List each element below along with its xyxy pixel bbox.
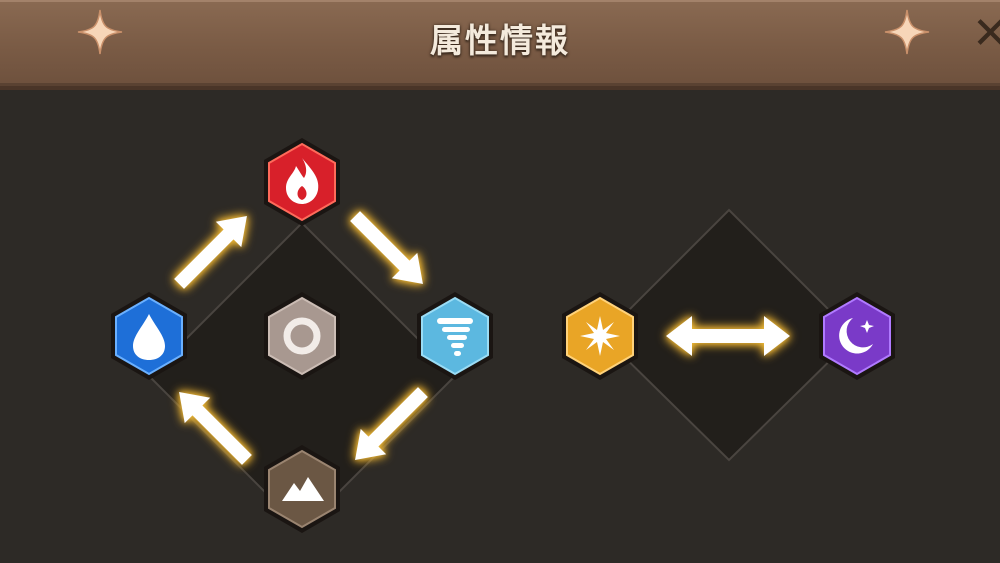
- moon-icon: [839, 318, 874, 354]
- neutral-element[interactable]: [264, 292, 340, 380]
- earth-element[interactable]: [264, 445, 340, 533]
- water-element[interactable]: [111, 292, 187, 380]
- sparkle-icon: [884, 9, 930, 55]
- mountain-icon: [282, 477, 324, 501]
- element-chart: [111, 138, 895, 533]
- page-title: 属性情報: [430, 21, 570, 60]
- burst-icon: [580, 316, 620, 356]
- title-bar: 属性情報 ✕: [0, 0, 1000, 90]
- arrow-wind-to-earth: [355, 387, 428, 460]
- light-element[interactable]: [562, 292, 638, 380]
- arrow-water-to-fire: [174, 216, 247, 289]
- water-drop-icon: [133, 314, 165, 360]
- fire-element[interactable]: [264, 138, 340, 226]
- sparkle-icon: [77, 9, 123, 55]
- close-button[interactable]: ✕: [972, 8, 1000, 59]
- dark-element[interactable]: [819, 292, 895, 380]
- arrow-earth-to-water: [179, 392, 252, 465]
- tornado-icon: [437, 318, 473, 356]
- ring-icon: [283, 317, 321, 355]
- wind-element[interactable]: [417, 292, 493, 380]
- fire-icon: [286, 158, 319, 204]
- arrow-light-dark-bidirectional: [666, 316, 790, 356]
- arrow-fire-to-wind: [350, 211, 423, 284]
